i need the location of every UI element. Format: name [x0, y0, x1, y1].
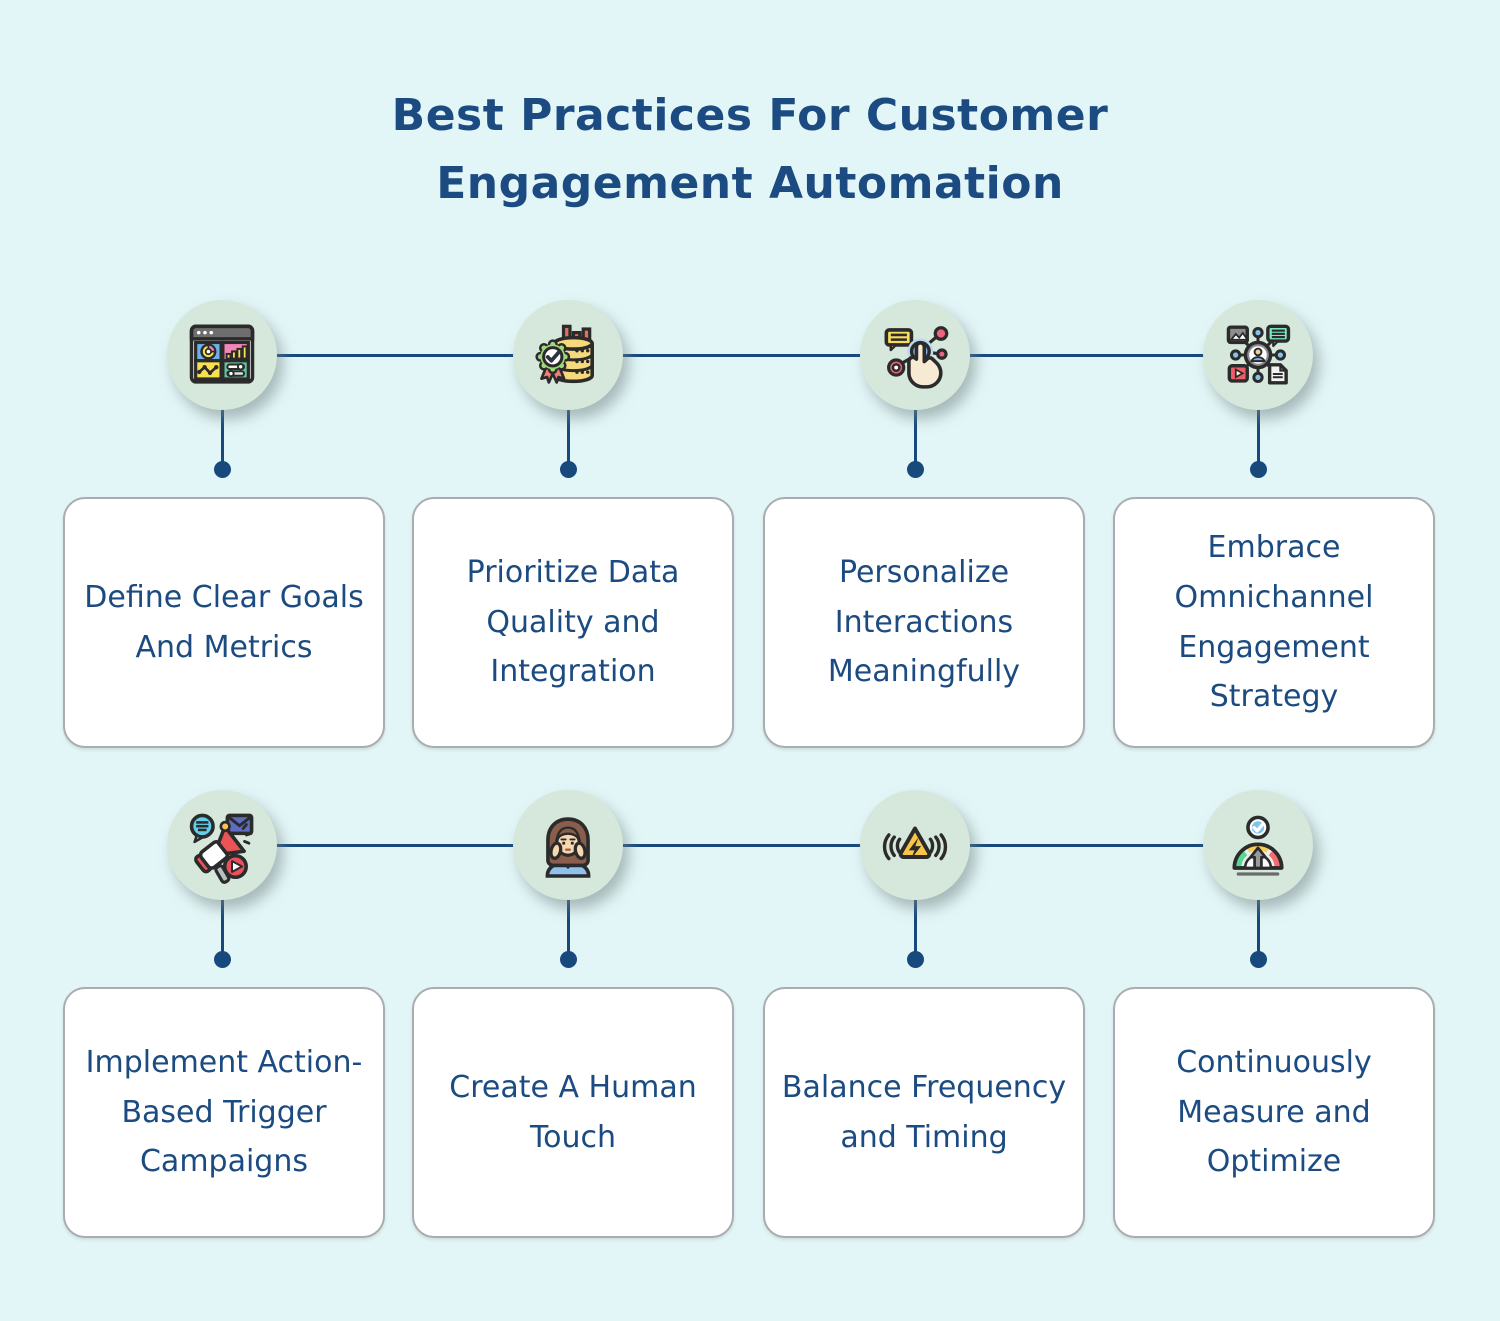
- connector-dot-6: [559, 951, 577, 968]
- practice-card-1: Define Clear Goals And Metrics: [63, 497, 385, 748]
- practice-label-3: Personalize Interactions Meaningfully: [827, 554, 1021, 690]
- practice-card-5: Implement Action-Based Trigger Campaigns: [63, 987, 385, 1238]
- practice-label-6: Create A Human Touch: [449, 1069, 697, 1155]
- title-line-1: Best Practices For Customer: [391, 90, 1109, 141]
- connector-stem-2: [566, 408, 570, 464]
- practice-card-8: Continuously Measure and Optimize: [1113, 987, 1435, 1238]
- connector-dot-8: [1249, 951, 1267, 968]
- connector-dot-3: [906, 461, 924, 478]
- practice-card-7: Balance Frequency and Timing: [763, 987, 1085, 1238]
- connector-stem-3: [913, 408, 917, 464]
- practice-card-4: Embrace Omnichannel Engagement Strategy: [1113, 497, 1435, 748]
- connector-dot-1: [213, 461, 231, 478]
- practice-label-7: Balance Frequency and Timing: [781, 1069, 1067, 1155]
- practice-card-6: Create A Human Touch: [412, 987, 734, 1238]
- connector-dot-7: [906, 951, 924, 968]
- connector-dot-2: [559, 461, 577, 478]
- practice-label-4: Embrace Omnichannel Engagement Strategy: [1174, 529, 1374, 715]
- connector-stem-7: [913, 898, 917, 954]
- connector-stem-6: [566, 898, 570, 954]
- practice-label-5: Implement Action-Based Trigger Campaigns: [85, 1044, 363, 1180]
- connector-stem-4: [1256, 408, 1260, 464]
- award-badge: [535, 339, 571, 375]
- connector-stem-8: [1256, 898, 1260, 954]
- connector-dot-5: [213, 951, 231, 968]
- practice-label-1: Define Clear Goals And Metrics: [84, 579, 364, 665]
- row1-connector-line: [222, 353, 1258, 357]
- practice-label-2: Prioritize Data Quality and Integration: [466, 554, 680, 690]
- connector-stem-1: [220, 408, 224, 464]
- connector-stem-5: [220, 898, 224, 954]
- practice-label-8: Continuously Measure and Optimize: [1176, 1044, 1372, 1180]
- title-line-2: Engagement Automation: [436, 158, 1064, 210]
- practice-card-2: Prioritize Data Quality and Integration: [412, 497, 734, 748]
- connector-dot-4: [1249, 461, 1267, 478]
- practice-card-3: Personalize Interactions Meaningfully: [763, 497, 1085, 748]
- row2-connector-line: [222, 843, 1258, 847]
